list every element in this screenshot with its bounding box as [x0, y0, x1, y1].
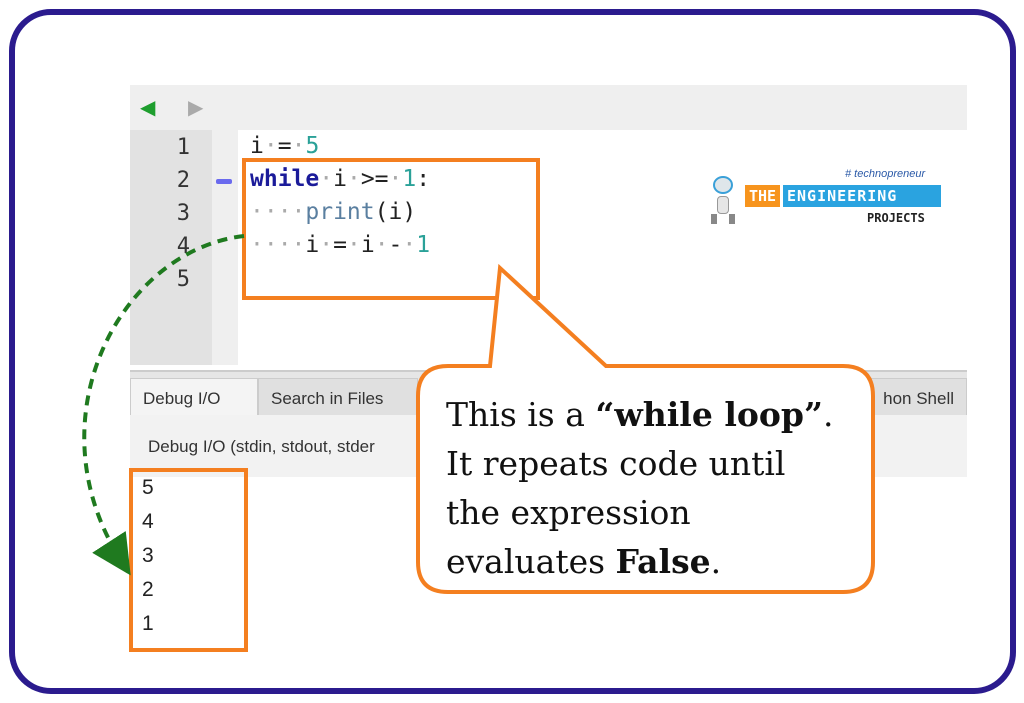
code-line-3: ····print(i): [250, 199, 417, 225]
callout-text: This is a “while loop”. It repeats code …: [446, 395, 834, 581]
fold-marker-icon[interactable]: [216, 179, 232, 184]
line-number: 3: [176, 201, 190, 226]
outer-frame: [9, 9, 1016, 694]
output-line: 3: [142, 544, 154, 567]
output-line: 5: [142, 476, 154, 499]
code-line-2: while·i·>=·1:: [250, 166, 431, 192]
speech-callout: [416, 263, 875, 594]
output-line: 1: [142, 612, 154, 635]
forward-icon[interactable]: ▶: [188, 97, 204, 119]
logo-engineering: ENGINEERING: [783, 185, 941, 207]
tab-debug-io[interactable]: Debug I/O: [130, 378, 258, 417]
line-number: 2: [176, 168, 190, 193]
engineering-projects-logo: # technopreneur THE ENGINEERING PROJECTS: [705, 168, 945, 228]
output-line: 4: [142, 510, 154, 533]
toolbar: ◀ ▶: [130, 85, 967, 130]
code-line-1: i·=·5: [250, 133, 320, 159]
robot-icon: [709, 172, 737, 224]
logo-tag: # technopreneur: [845, 168, 926, 180]
output-line: 2: [142, 578, 154, 601]
logo-projects: PROJECTS: [867, 211, 925, 225]
logo-the: THE: [745, 185, 781, 207]
line-number: 5: [176, 267, 190, 292]
dashed-arrow: [82, 234, 245, 576]
fold-column: [212, 130, 238, 365]
code-line-4: ····i·=·i·-·1: [250, 232, 431, 258]
tab-search-in-files[interactable]: Search in Files: [258, 378, 418, 417]
code-editor[interactable]: 1 2 3 4 5 i·=·5 while·i·>=·1: ····print(…: [130, 130, 967, 365]
tab-python-shell[interactable]: hon Shell: [860, 378, 967, 417]
back-icon[interactable]: ◀: [140, 97, 156, 119]
code-highlight-box: [242, 158, 540, 300]
output-highlight-box: [129, 468, 248, 652]
line-number: 1: [176, 135, 190, 160]
line-gutter: 1 2 3 4 5: [130, 130, 212, 365]
